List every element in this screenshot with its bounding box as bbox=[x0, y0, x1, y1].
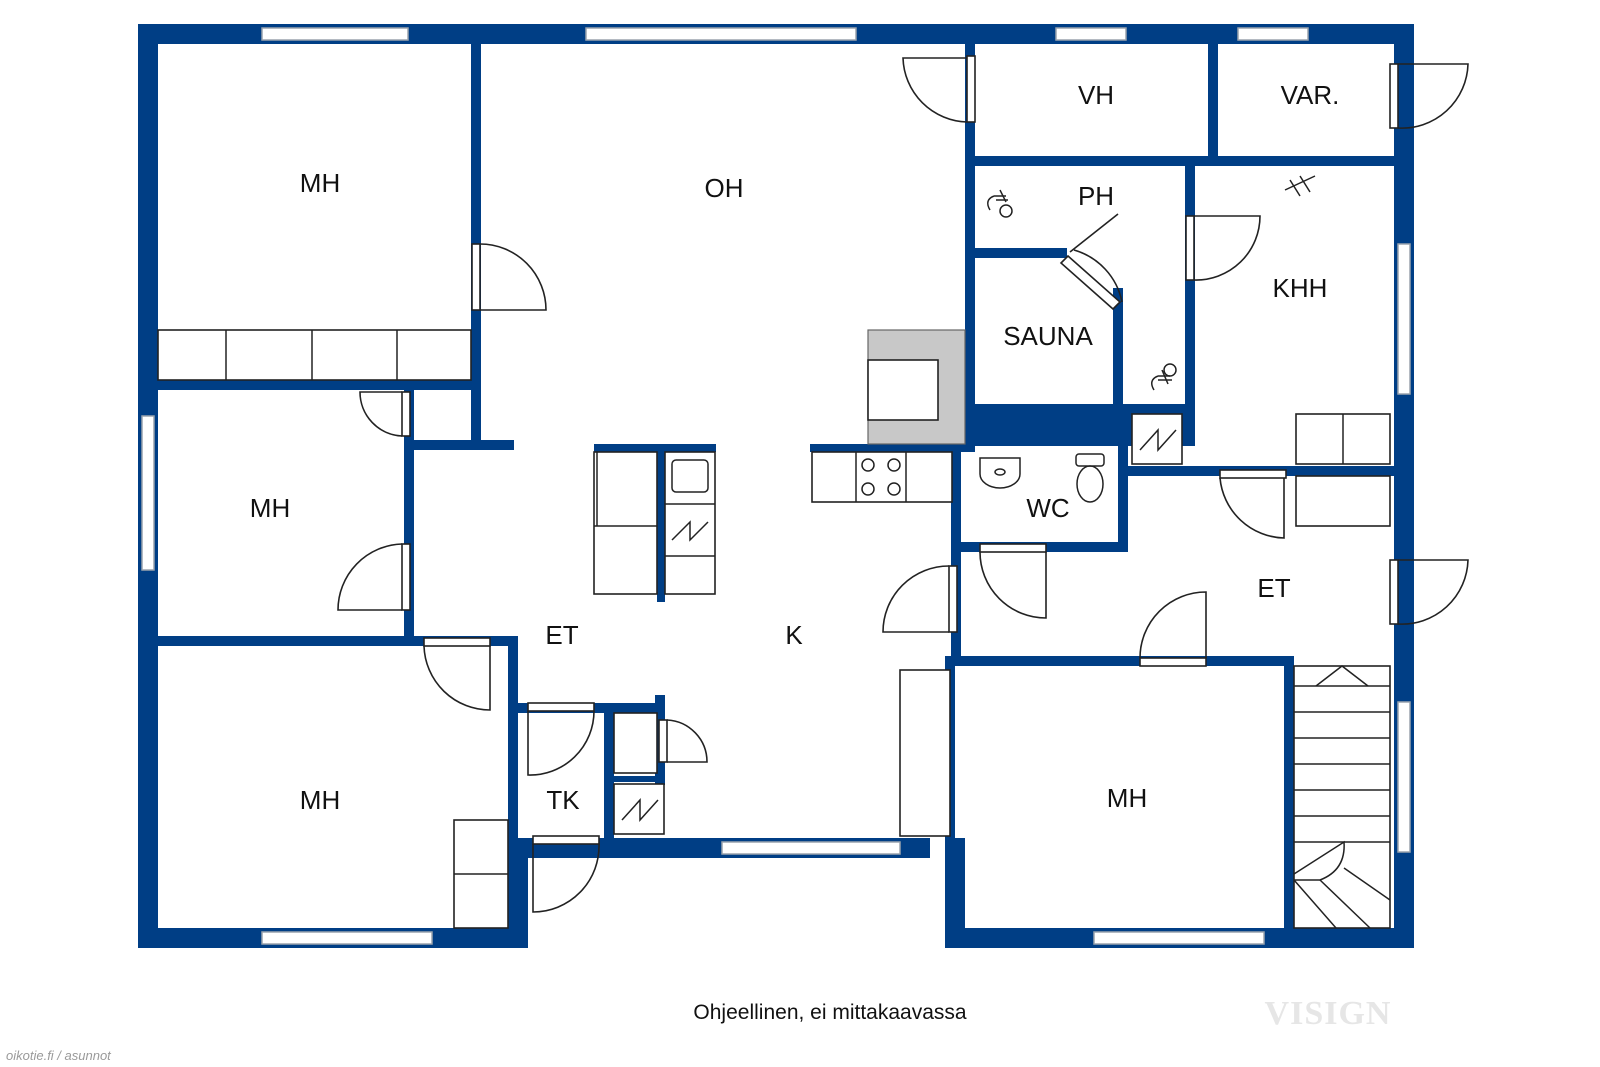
stairs-icon bbox=[1293, 665, 1391, 929]
room-label-mh-top-left: MH bbox=[300, 168, 340, 198]
room-label-khh: KHH bbox=[1273, 273, 1328, 303]
room-label-mh-bottom-right: MH bbox=[1107, 783, 1147, 813]
room-label-ph: PH bbox=[1078, 181, 1114, 211]
visign-watermark: VISIGN bbox=[1265, 995, 1392, 1032]
room-label-mh-middle-left: MH bbox=[250, 493, 290, 523]
room-labels: MH OH VH VAR. PH SAUNA KHH MH WC ET K ET… bbox=[250, 80, 1340, 815]
room-label-var: VAR. bbox=[1281, 80, 1340, 110]
washbasin-icon bbox=[979, 457, 1021, 489]
windows bbox=[141, 27, 1411, 945]
fixtures bbox=[157, 175, 1391, 929]
scale-disclaimer-caption: Ohjeellinen, ei mittakaavassa bbox=[693, 1001, 966, 1024]
source-label: oikotie.fi / asunnot bbox=[6, 1048, 112, 1063]
interior-walls bbox=[158, 44, 1394, 948]
shower-icon bbox=[987, 189, 1013, 218]
room-label-k: K bbox=[785, 620, 803, 650]
doors bbox=[337, 55, 1469, 913]
room-label-tk: TK bbox=[546, 785, 580, 815]
room-label-sauna: SAUNA bbox=[1003, 321, 1093, 351]
room-label-et-left: ET bbox=[545, 620, 578, 650]
room-label-vh: VH bbox=[1078, 80, 1114, 110]
toilet-icon bbox=[1075, 453, 1105, 467]
room-label-wc: WC bbox=[1026, 493, 1069, 523]
room-label-oh: OH bbox=[705, 173, 744, 203]
room-label-et-right: ET bbox=[1257, 573, 1290, 603]
shower-icon bbox=[1151, 363, 1177, 391]
room-label-mh-bottom-left: MH bbox=[300, 785, 340, 815]
